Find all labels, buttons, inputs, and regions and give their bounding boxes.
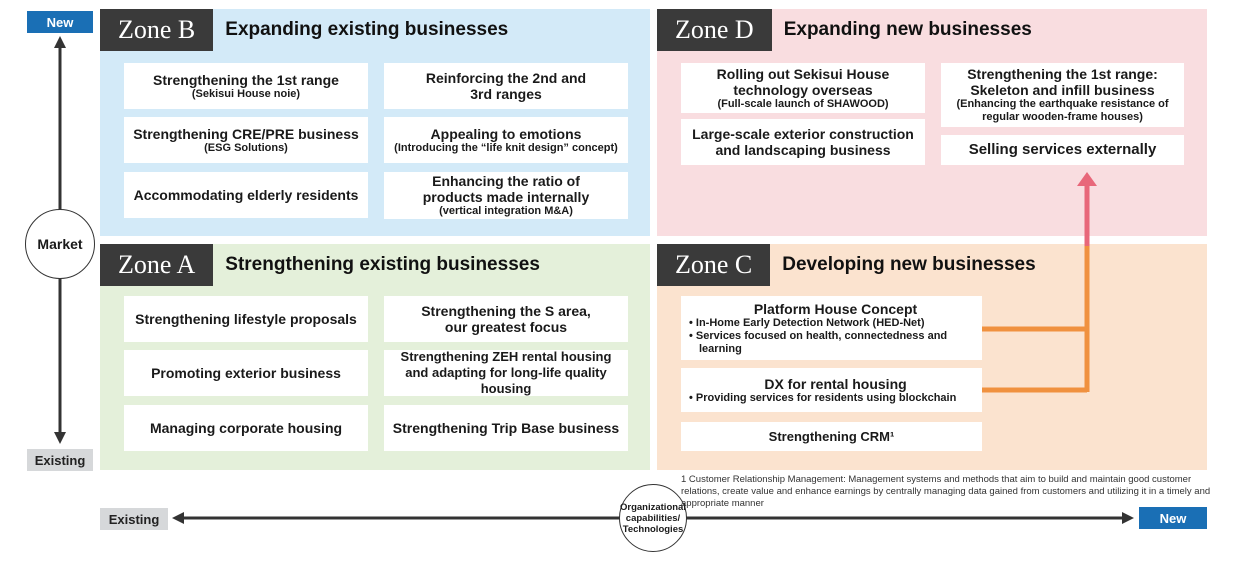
zone-b-item-4: Appealing to emotions (Introducing the “… — [384, 117, 628, 163]
zone-d-item-2: Strengthening the 1st range: Skeleton an… — [941, 63, 1184, 127]
market-circle: Market — [25, 209, 95, 279]
zone-b-item-3-sub: (ESG Solutions) — [204, 141, 288, 154]
zone-b-item-4-sub: (Introducing the “life knit design” conc… — [394, 141, 618, 154]
zone-b-panel: Zone B Expanding existing businesses Str… — [100, 9, 650, 236]
zone-b-item-4-main: Appealing to emotions — [430, 125, 582, 142]
zone-b-item-6-sub: (vertical integration M&A) — [439, 205, 573, 217]
footnote: 1 Customer Relationship Management: Mana… — [681, 474, 1211, 509]
zone-b-item-5-main: Accommodating elderly residents — [133, 187, 359, 203]
zone-b-item-6-main: Enhancing the ratio of products made int… — [422, 173, 590, 205]
zone-b-item-3: Strengthening CRE/PRE business (ESG Solu… — [124, 117, 368, 163]
zone-d-title: Expanding new businesses — [783, 19, 1032, 40]
zone-c-item-2-main: DX for rental housing — [764, 375, 907, 392]
zone-c-item-2: DX for rental housing • Providing servic… — [681, 368, 982, 412]
zone-c-item-3-main: Strengthening CRM¹ — [768, 428, 895, 444]
horizontal-axis-existing-label: Existing — [100, 508, 168, 530]
zone-b-item-1-main: Strengthening the 1st range — [153, 71, 339, 88]
zone-d-header: Zone D Expanding new businesses — [657, 9, 1032, 51]
zone-b-id: Zone B — [100, 9, 214, 51]
zone-c-header: Zone C Developing new businesses — [657, 244, 1036, 286]
capabilities-label-line-2: capabilities/ — [625, 512, 681, 524]
zone-c-item-1: Platform House Concept • In-Home Early D… — [681, 296, 982, 360]
zone-c-item-1-bullet-3: learning — [699, 342, 742, 355]
vertical-axis-new-label: New — [27, 11, 93, 33]
zone-b-item-6: Enhancing the ratio of products made int… — [384, 172, 628, 219]
zone-c-panel: Zone C Developing new businesses Platfor… — [657, 244, 1207, 470]
horizontal-axis-new-label: New — [1139, 507, 1207, 529]
zone-c-title: Developing new businesses — [782, 254, 1036, 275]
zone-a-title: Strengthening existing businesses — [225, 254, 540, 275]
capabilities-label-line-1: Organizational — [620, 501, 686, 513]
zone-c-id: Zone C — [657, 244, 771, 286]
zone-a-item-5: Managing corporate housing — [124, 405, 368, 451]
zone-a-header: Zone A Strengthening existing businesses — [100, 244, 540, 286]
zone-a-item-3: Promoting exterior business — [124, 350, 368, 396]
zone-c-item-3: Strengthening CRM¹ — [681, 422, 982, 451]
market-label: Market — [37, 236, 83, 252]
zone-d-item-1-main: Rolling out Sekisui House technology ove… — [716, 65, 890, 98]
zone-b-item-3-main: Strengthening CRE/PRE business — [133, 125, 359, 142]
zone-d-panel: Zone D Expanding new businesses Rolling … — [657, 9, 1207, 236]
zone-a-item-1-main: Strengthening lifestyle proposals — [135, 311, 357, 327]
zone-a-item-4-main: Strengthening ZEH rental housing and ada… — [400, 349, 612, 396]
zone-b-item-5: Accommodating elderly residents — [124, 172, 368, 218]
zone-a-panel: Zone A Strengthening existing businesses… — [100, 244, 650, 470]
zone-b-item-1: Strengthening the 1st range (Sekisui Hou… — [124, 63, 368, 109]
zone-a-item-1: Strengthening lifestyle proposals — [124, 296, 368, 342]
zone-d-item-4: Selling services externally — [941, 135, 1184, 165]
zone-c-to-d-connector — [982, 172, 1097, 393]
zone-d-item-2-main: Strengthening the 1st range: Skeleton an… — [967, 66, 1158, 98]
zone-a-item-2: Strengthening the S area, our greatest f… — [384, 296, 628, 342]
zone-d-item-2-sub: (Enhancing the earthquake resistance of … — [956, 98, 1169, 123]
zone-d-item-3: Large-scale exterior construction and la… — [681, 119, 925, 165]
capabilities-circle: Organizational capabilities/ Technologie… — [619, 484, 687, 552]
zone-b-item-2: Reinforcing the 2nd and 3rd ranges — [384, 63, 628, 109]
zone-a-id: Zone A — [100, 244, 214, 286]
zone-b-item-2-main: Reinforcing the 2nd and 3rd ranges — [425, 70, 587, 102]
zone-c-item-1-bullet-1: • In-Home Early Detection Network (HED-N… — [689, 316, 925, 329]
capabilities-label-line-3: Technologies — [622, 523, 684, 535]
zone-d-item-4-main: Selling services externally — [968, 141, 1157, 158]
zone-b-item-1-sub: (Sekisui House noie) — [191, 87, 301, 100]
zone-a-item-3-main: Promoting exterior business — [151, 365, 341, 381]
zone-c-item-1-bullet-2: • Services focused on health, connectedn… — [689, 329, 948, 342]
zone-d-item-1: Rolling out Sekisui House technology ove… — [681, 63, 925, 113]
zone-d-item-1-sub: (Full-scale launch of SHAWOOD) — [717, 97, 889, 110]
zone-a-item-4: Strengthening ZEH rental housing and ada… — [384, 349, 628, 396]
zone-c-item-1-main: Platform House Concept — [753, 300, 918, 317]
zone-c-item-2-bullet-1: • Providing services for residents using… — [689, 391, 957, 404]
zone-a-item-2-main: Strengthening the S area, our greatest f… — [421, 303, 591, 335]
zone-b-title: Expanding existing businesses — [225, 19, 509, 40]
zone-a-item-6: Strengthening Trip Base business — [384, 405, 628, 451]
vertical-axis-existing-label: Existing — [27, 449, 93, 471]
zone-a-item-6-main: Strengthening Trip Base business — [392, 420, 620, 436]
zone-d-item-3-main: Large-scale exterior construction and la… — [692, 126, 914, 158]
zone-d-id: Zone D — [657, 9, 772, 51]
zone-a-item-5-main: Managing corporate housing — [149, 420, 343, 436]
zone-b-header: Zone B Expanding existing businesses — [100, 9, 508, 51]
